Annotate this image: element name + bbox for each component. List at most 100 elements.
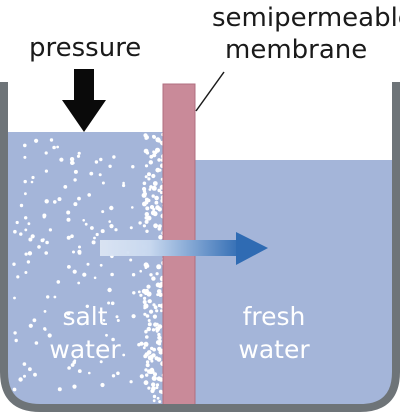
salt-particle bbox=[122, 181, 125, 185]
salt-particle bbox=[151, 375, 157, 381]
salt-particle bbox=[142, 346, 146, 350]
salt-particle bbox=[85, 304, 90, 308]
salt-particle bbox=[153, 305, 158, 310]
salt-particle bbox=[139, 341, 144, 346]
salt-particle bbox=[107, 287, 112, 293]
salt-particle bbox=[67, 366, 71, 370]
salt-particle bbox=[82, 272, 87, 277]
salt-particle bbox=[152, 399, 156, 403]
salt-particle bbox=[28, 323, 33, 328]
salt-particle bbox=[63, 185, 68, 189]
salt-particle bbox=[109, 205, 114, 211]
salt-particle bbox=[42, 215, 46, 219]
salt-particle bbox=[156, 396, 160, 400]
salt-particle bbox=[152, 314, 157, 319]
salt-particle bbox=[116, 371, 120, 376]
salt-particle bbox=[153, 223, 159, 229]
salt-particle bbox=[70, 363, 75, 367]
salt-particle bbox=[143, 262, 149, 268]
salt-particle bbox=[157, 346, 162, 352]
salt-particle bbox=[23, 179, 27, 184]
salt-particle bbox=[143, 312, 147, 316]
salt-particle bbox=[122, 353, 126, 357]
membrane-pointer-line bbox=[195, 71, 225, 112]
salt-particle bbox=[151, 353, 156, 358]
salt-particle bbox=[142, 224, 146, 228]
salt-particle bbox=[33, 372, 37, 377]
salt-particle bbox=[52, 145, 56, 150]
salt-particle bbox=[146, 217, 150, 221]
salt-particle bbox=[152, 134, 156, 139]
salt-particle bbox=[152, 394, 157, 399]
membrane-label-line1: semipermeable bbox=[212, 3, 400, 33]
salt-particle bbox=[151, 328, 156, 332]
salt-particle bbox=[144, 197, 149, 202]
salt-particle bbox=[77, 251, 82, 255]
salt-particle bbox=[99, 263, 103, 267]
salt-particle bbox=[59, 157, 64, 162]
salt-particle bbox=[43, 327, 47, 331]
salt-particle bbox=[129, 380, 133, 384]
salt-particle bbox=[111, 374, 116, 378]
salt-particle bbox=[56, 145, 59, 149]
salt-particle bbox=[158, 400, 162, 404]
salt-particle bbox=[137, 290, 141, 294]
salt-particle bbox=[151, 276, 156, 281]
salt-particle bbox=[73, 359, 77, 363]
salt-particle bbox=[23, 374, 26, 378]
salt-particle bbox=[154, 356, 159, 361]
salt-particle bbox=[158, 339, 162, 343]
salt-particle bbox=[24, 192, 27, 196]
salt-particle bbox=[14, 338, 18, 343]
salt-particle bbox=[151, 173, 156, 179]
salt-particle bbox=[154, 200, 159, 205]
salt-particle bbox=[49, 138, 54, 142]
salt-particle bbox=[45, 240, 49, 245]
salt-particle bbox=[147, 369, 152, 374]
salt-particle bbox=[157, 188, 161, 193]
salt-particle bbox=[152, 181, 158, 186]
salt-particle bbox=[32, 318, 37, 323]
salt-particle bbox=[144, 219, 149, 224]
salt-particle bbox=[143, 148, 149, 154]
salt-particle bbox=[13, 331, 17, 335]
salt-particle bbox=[110, 272, 114, 277]
salt-particle bbox=[116, 319, 120, 322]
salt-particle bbox=[146, 326, 151, 332]
salt-particle bbox=[78, 245, 81, 249]
salt-particle bbox=[67, 265, 71, 269]
salt-particle bbox=[129, 258, 133, 262]
salt-particle bbox=[107, 301, 111, 305]
salt-particle bbox=[142, 201, 147, 207]
salt-particle bbox=[66, 217, 71, 222]
salt-particle bbox=[145, 335, 149, 339]
salt-particle bbox=[155, 329, 159, 333]
fresh-water-label-line1: fresh bbox=[243, 302, 306, 331]
salt-particle bbox=[115, 315, 119, 319]
salt-particle bbox=[48, 228, 53, 232]
salt-particle bbox=[22, 362, 27, 366]
salt-particle bbox=[129, 226, 133, 230]
salt-particle bbox=[150, 346, 154, 351]
salt-particle bbox=[148, 188, 152, 191]
salt-particle bbox=[147, 177, 151, 181]
salt-particle bbox=[77, 369, 82, 373]
salt-particle bbox=[23, 143, 27, 148]
salt-particle bbox=[154, 195, 159, 201]
salt-particle bbox=[56, 280, 61, 284]
salt-particle bbox=[145, 373, 149, 377]
salt-particle bbox=[153, 372, 157, 377]
salt-particle bbox=[131, 273, 136, 277]
salt-particle bbox=[42, 238, 45, 241]
salt-particle bbox=[154, 150, 158, 155]
salt-particle bbox=[109, 224, 114, 229]
salt-particle bbox=[111, 337, 115, 342]
salt-particle bbox=[66, 311, 71, 316]
salt-particle bbox=[151, 382, 156, 387]
salt-particle bbox=[91, 240, 96, 245]
salt-particle bbox=[95, 232, 99, 237]
salt-particle bbox=[72, 384, 77, 389]
salt-particle bbox=[143, 380, 149, 386]
salt-particle bbox=[147, 319, 151, 322]
salt-particle bbox=[101, 181, 105, 185]
